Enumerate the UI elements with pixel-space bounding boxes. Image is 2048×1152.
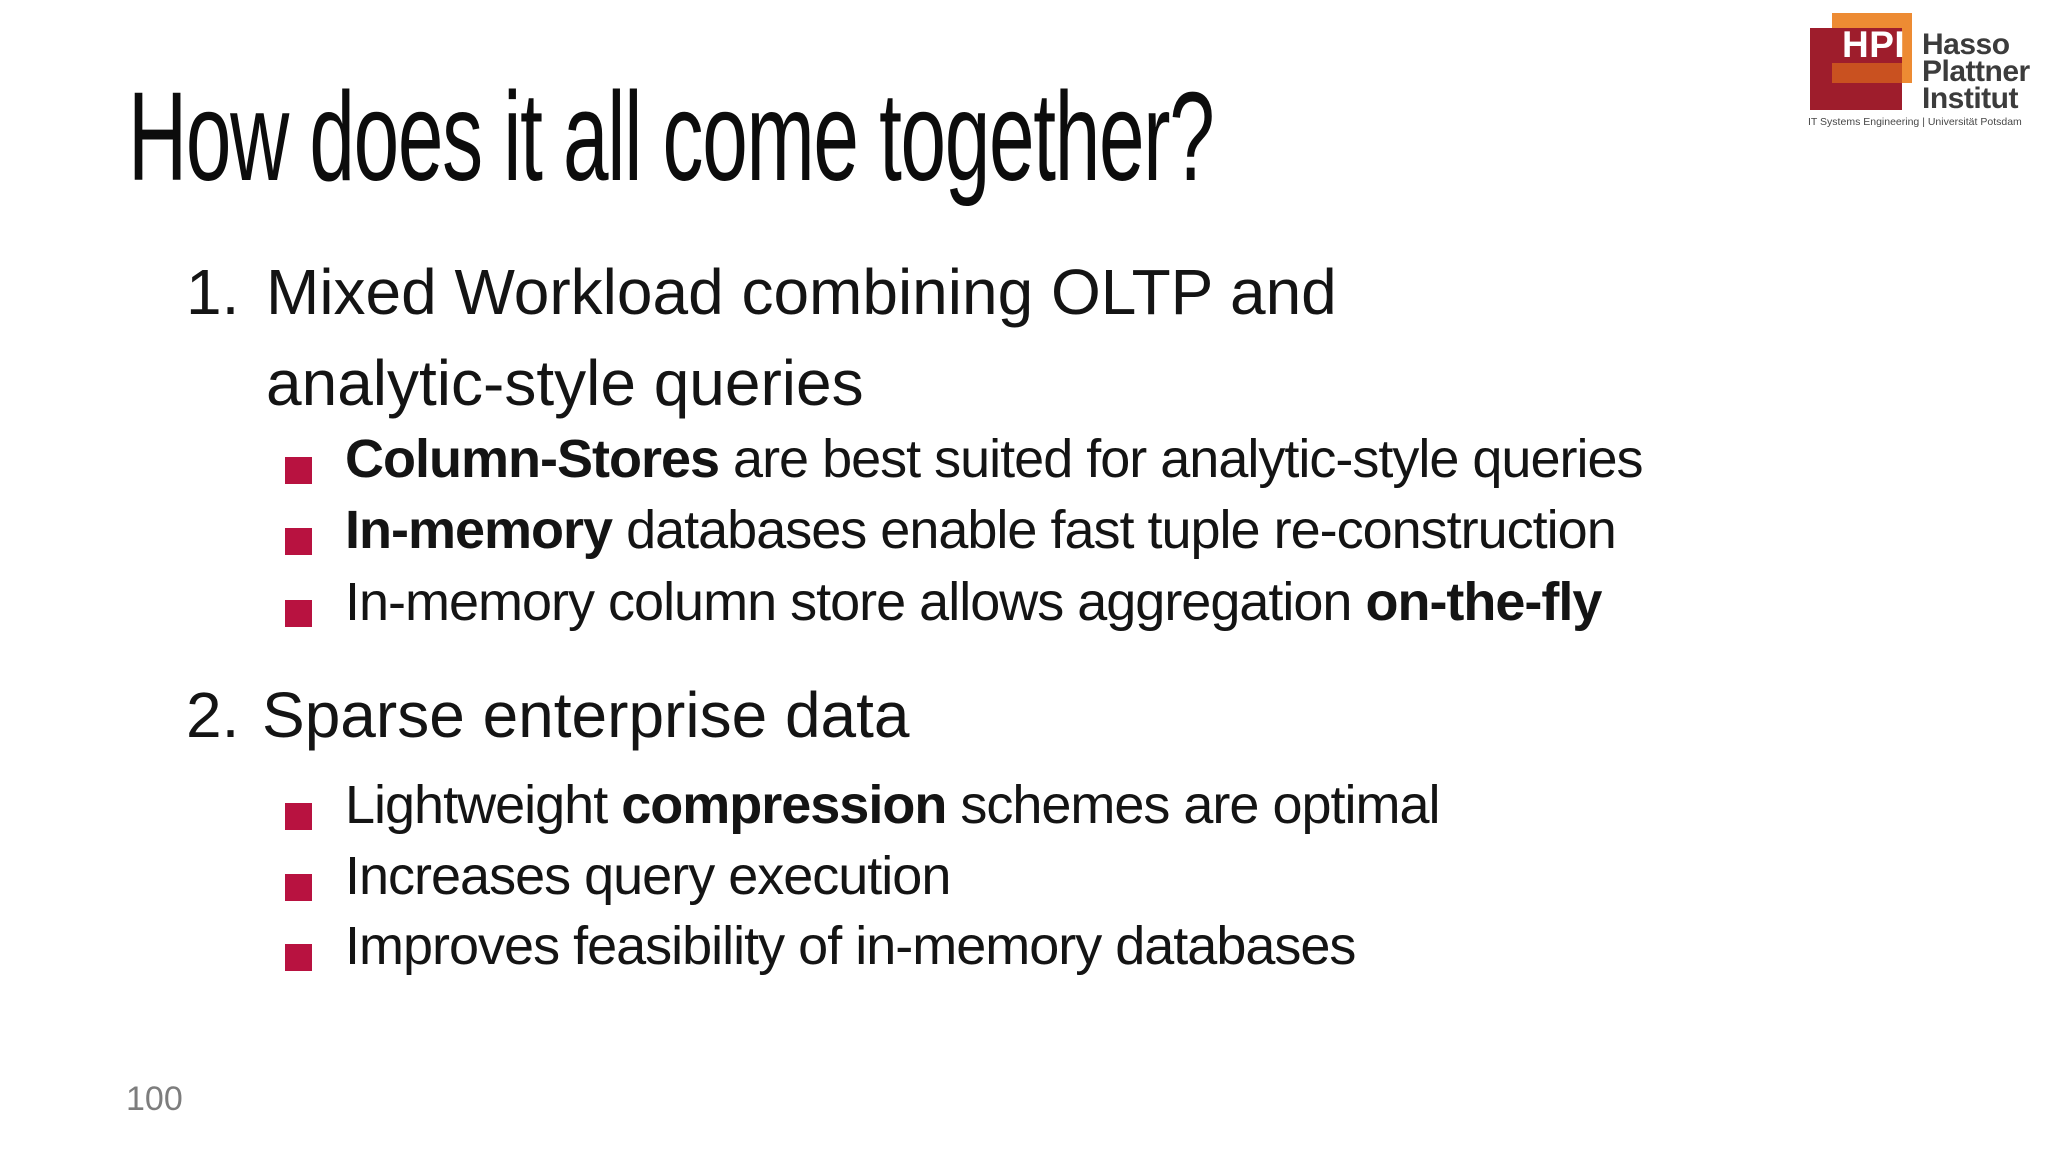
bullet-item: In-memory column store allows aggregatio… [285, 572, 1602, 632]
bullet-text-segment: are best suited for analytic-style queri… [719, 429, 1643, 489]
bullet-square-icon [285, 600, 312, 627]
bullet-square-icon [285, 528, 312, 555]
bullet-item: Improves feasibility of in-memory databa… [285, 916, 1356, 976]
bullet-square-icon [285, 803, 312, 830]
bullet-text-bold-segment: compression [621, 775, 947, 835]
bullet-item: Column-Stores are best suited for analyt… [285, 429, 1644, 489]
bullet-square-icon [285, 944, 312, 971]
item-2-line-1: Sparse enterprise data [262, 679, 910, 751]
item-1-line-2: analytic-style queries [266, 347, 864, 419]
bullet-text: Lightweight compression schemes are opti… [345, 775, 1441, 835]
bullet-text: Column-Stores are best suited for analyt… [345, 429, 1644, 489]
item-2-number: 2. [186, 679, 240, 751]
logo-name-line-3: Institut [1922, 82, 2018, 115]
logo-acronym: HPI [1842, 24, 1906, 65]
bullet-text-segment: databases enable fast tuple re-construct… [612, 500, 1617, 560]
page-number: 100 [126, 1080, 183, 1118]
bullet-text: Improves feasibility of in-memory databa… [345, 916, 1356, 976]
bullet-text-bold-segment: In-memory [345, 500, 613, 560]
logo-overlap-square-icon [1832, 63, 1902, 83]
item-1-line-1: Mixed Workload combining OLTP and [266, 256, 1337, 328]
bullet-text: In-memory column store allows aggregatio… [345, 572, 1602, 632]
bullet-text-segment: Lightweight [345, 775, 622, 835]
bullet-square-icon [285, 874, 312, 901]
item-1-number: 1. [186, 256, 240, 328]
bullet-text: In-memory databases enable fast tuple re… [345, 500, 1617, 560]
bullet-item: In-memory databases enable fast tuple re… [285, 500, 1617, 560]
bullet-item: Increases query execution [285, 846, 951, 906]
bullet-text-segment: In-memory column store allows aggregatio… [345, 572, 1366, 632]
bullet-text-bold-segment: Column-Stores [345, 429, 720, 489]
bullet-text-bold-segment: on-the-fly [1365, 572, 1602, 632]
logo-name-line-1: Hasso [1922, 28, 2010, 61]
page-title: How does it all come together? [128, 66, 1215, 207]
bullet-text: Increases query execution [345, 846, 951, 906]
bullet-item: Lightweight compression schemes are opti… [285, 775, 1441, 835]
bullet-text-segment: Improves feasibility of in-memory databa… [345, 916, 1356, 976]
logo-name-line-2: Plattner [1922, 55, 2030, 88]
logo-tagline: IT Systems Engineering | Universität Pot… [1808, 116, 2022, 128]
bullet-text-segment: schemes are optimal [946, 775, 1440, 835]
bullet-square-icon [285, 457, 312, 484]
bullet-text-segment: Increases query execution [345, 846, 951, 906]
